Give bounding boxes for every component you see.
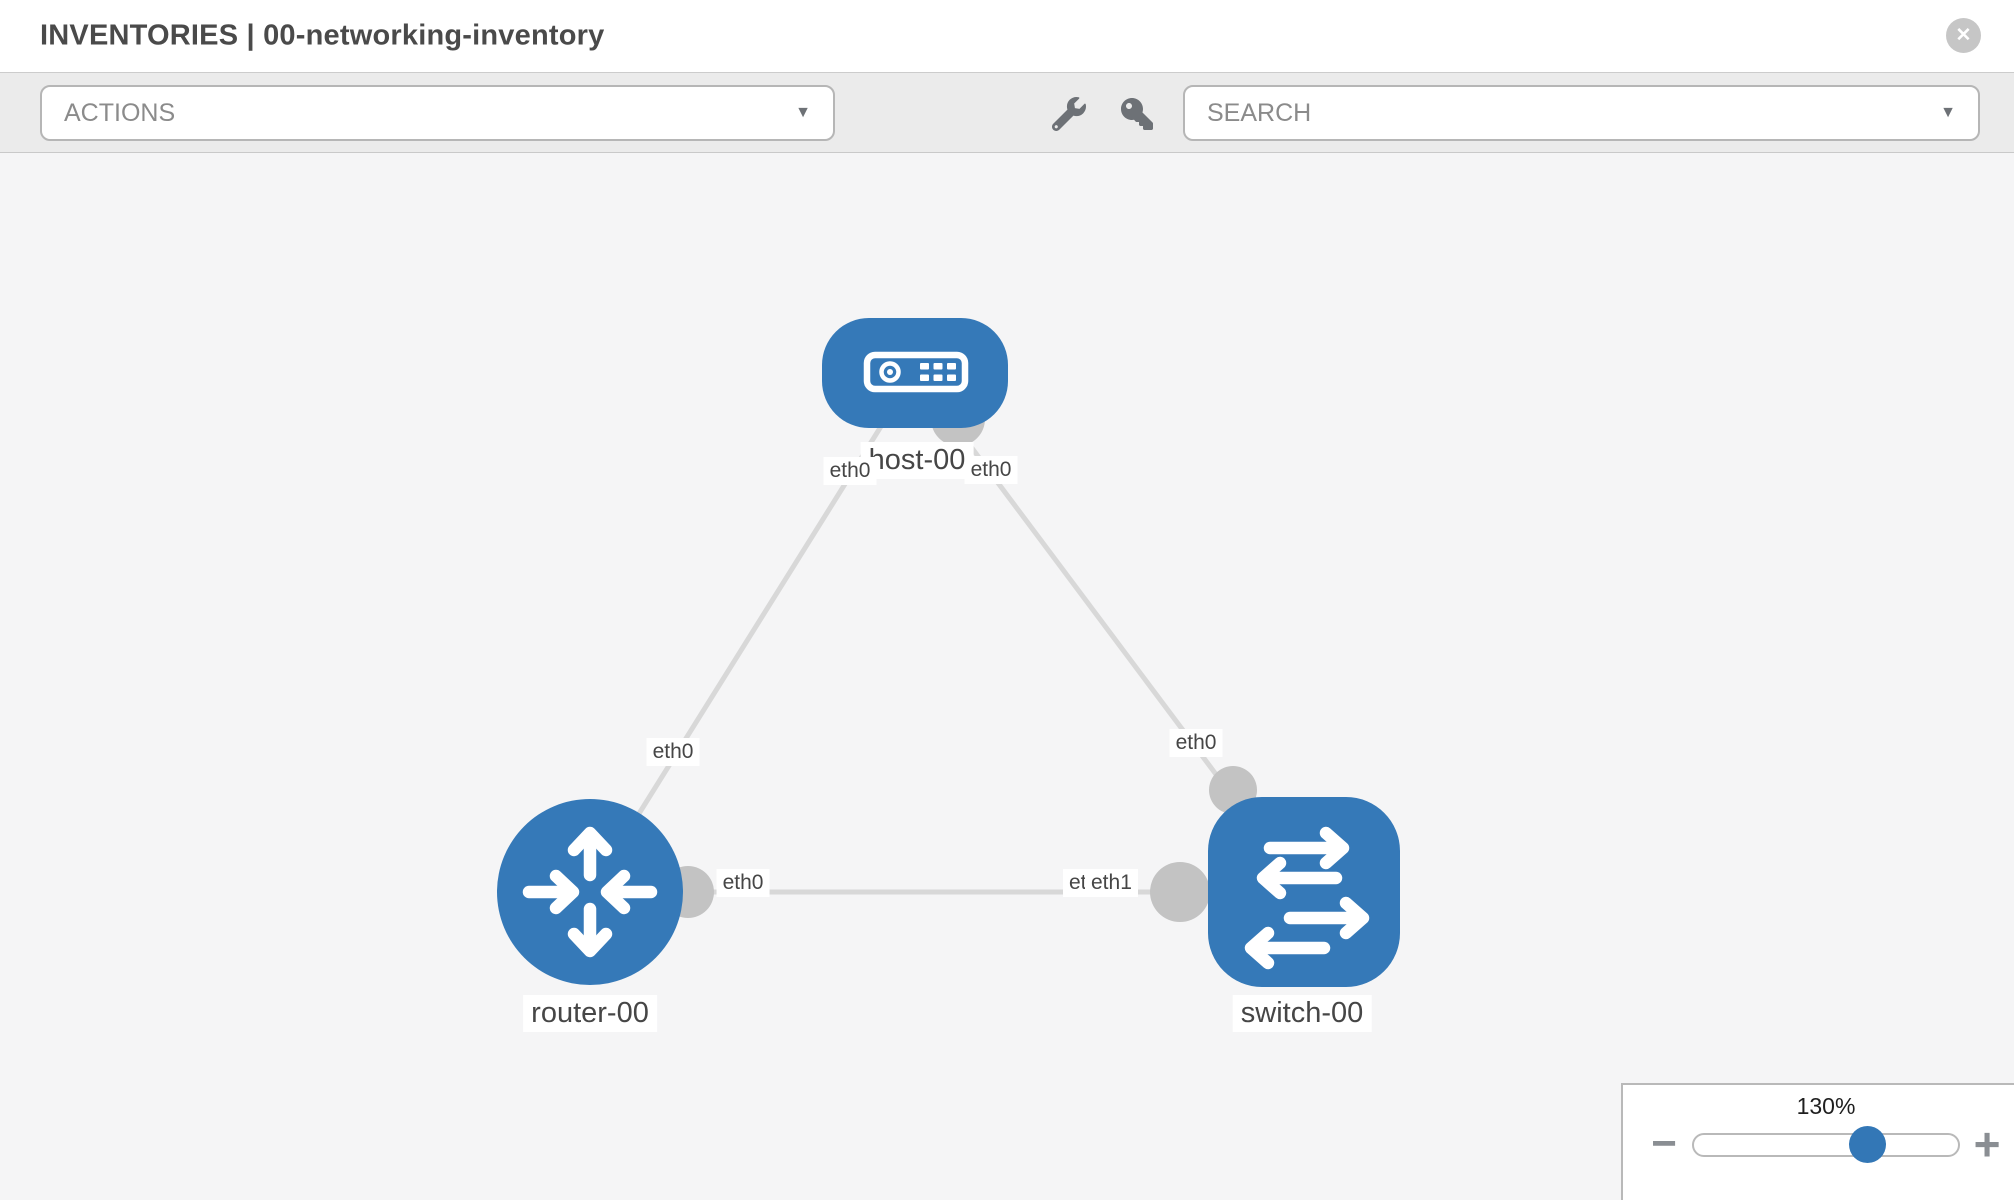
actions-dropdown-label: ACTIONS xyxy=(64,98,176,127)
port-label-switch-eth1: eth1 xyxy=(1085,869,1138,897)
switch-icon xyxy=(1244,826,1370,970)
node-host[interactable] xyxy=(822,318,1008,428)
zoom-slider[interactable] xyxy=(1692,1126,1960,1163)
search-placeholder: SEARCH xyxy=(1207,98,1312,127)
zoom-slider-thumb[interactable] xyxy=(1849,1126,1886,1163)
interface-dot-switch-left xyxy=(1150,862,1210,922)
host-icon xyxy=(863,351,969,393)
zoom-in-button[interactable]: + xyxy=(1973,1118,2001,1170)
node-label-host[interactable]: host-00 xyxy=(860,442,974,479)
port-label-host-eth0-right: eth0 xyxy=(964,456,1018,484)
close-button[interactable]: ✕ xyxy=(1946,18,1981,53)
router-icon xyxy=(522,826,658,958)
zoom-out-button[interactable]: − xyxy=(1651,1119,1677,1168)
topology-canvas[interactable]: host-00 router-00 switch-00 eth0 eth0 et… xyxy=(0,153,2014,1200)
node-switch[interactable] xyxy=(1208,797,1400,987)
zoom-panel: 130% − + xyxy=(1621,1083,2014,1200)
node-label-router[interactable]: router-00 xyxy=(523,995,657,1032)
search-dropdown[interactable]: SEARCH ▼ xyxy=(1183,85,1980,141)
close-icon: ✕ xyxy=(1955,25,1972,46)
header: INVENTORIES | 00-networking-inventory ✕ xyxy=(0,0,2014,72)
node-router[interactable] xyxy=(497,799,683,985)
zoom-level: 130% xyxy=(1796,1093,1856,1119)
port-label-host-eth0-left: eth0 xyxy=(823,457,877,485)
port-label-router-eth0-uplink: eth0 xyxy=(646,738,700,766)
key-icon[interactable] xyxy=(1118,95,1156,133)
chevron-down-icon: ▼ xyxy=(795,104,811,121)
toolbar: ACTIONS ▼ SEARCH ▼ xyxy=(0,72,2014,153)
port-label-router-eth0: eth0 xyxy=(716,869,770,897)
node-label-switch[interactable]: switch-00 xyxy=(1232,995,1372,1032)
port-label-switch-eth0-uplink: eth0 xyxy=(1169,729,1223,757)
chevron-down-icon: ▼ xyxy=(1940,104,1956,121)
wrench-icon[interactable] xyxy=(1050,95,1088,133)
page-title: INVENTORIES | 00-networking-inventory xyxy=(40,19,605,52)
actions-dropdown[interactable]: ACTIONS ▼ xyxy=(40,85,835,141)
